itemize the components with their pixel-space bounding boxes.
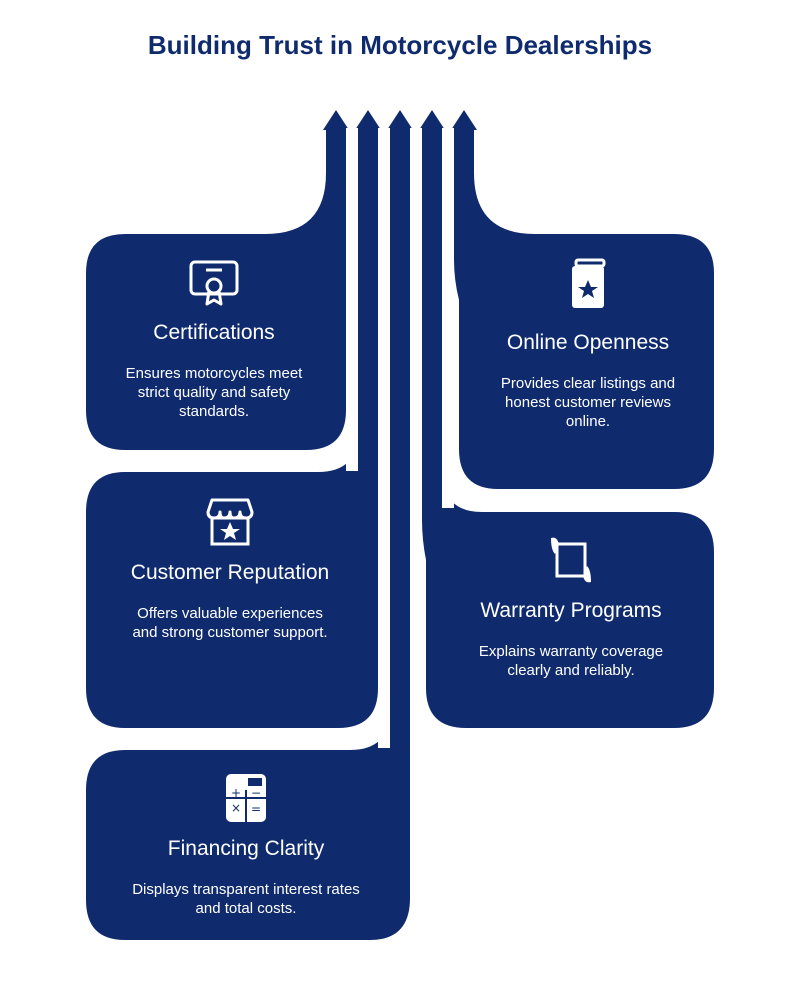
arrow-head-5: [451, 110, 477, 130]
warranty-programs-card: Warranty Programs Explains warranty cove…: [440, 534, 702, 680]
card-description: Offers valuable experiences and strong c…: [132, 605, 328, 641]
arrow-head-3: [387, 110, 413, 130]
arrow-head-1: [323, 110, 349, 130]
card-heading: Warranty Programs: [480, 599, 662, 622]
warranty-programs-card-shape: [422, 128, 714, 728]
card-heading: Financing Clarity: [167, 837, 325, 860]
online-openness-card: Online Openness Provides clear listings …: [470, 258, 706, 431]
certifications-card: Certifications Ensures motorcycles meet …: [96, 256, 332, 421]
card-description: Provides clear listings and honest custo…: [500, 375, 676, 430]
storefront-star-icon: [206, 498, 254, 546]
customer-reputation-card-shape: [86, 128, 378, 728]
card-description: Displays transparent interest rates and …: [132, 881, 360, 917]
card-description: Explains warranty coverage clearly and r…: [478, 643, 664, 679]
card-heading: Certifications: [153, 321, 275, 344]
card-description: Ensures motorcycles meet strict quality …: [125, 365, 303, 420]
arrow-head-2: [355, 110, 381, 130]
page-title: Building Trust in Motorcycle Dealerships: [147, 30, 653, 60]
svg-text:=: =: [251, 802, 261, 816]
online-openness-card-shape: [454, 128, 714, 489]
card-heading: Customer Reputation: [130, 561, 330, 584]
calculator-icon: × + − =: [226, 774, 266, 822]
certificate-icon: [189, 260, 239, 306]
svg-text:−: −: [251, 786, 261, 800]
customer-reputation-card: Customer Reputation Offers valuable expe…: [96, 496, 364, 642]
arrow-head-4: [419, 110, 445, 130]
svg-text:×: ×: [231, 801, 241, 815]
certifications-card-shape: [86, 128, 346, 450]
book-star-icon: [572, 258, 606, 308]
svg-text:+: +: [231, 786, 241, 800]
handshake-document-icon: [551, 537, 591, 583]
financing-clarity-card: × + − = Financing Clarity Displays trans…: [100, 772, 392, 918]
card-heading: Online Openness: [506, 331, 670, 354]
